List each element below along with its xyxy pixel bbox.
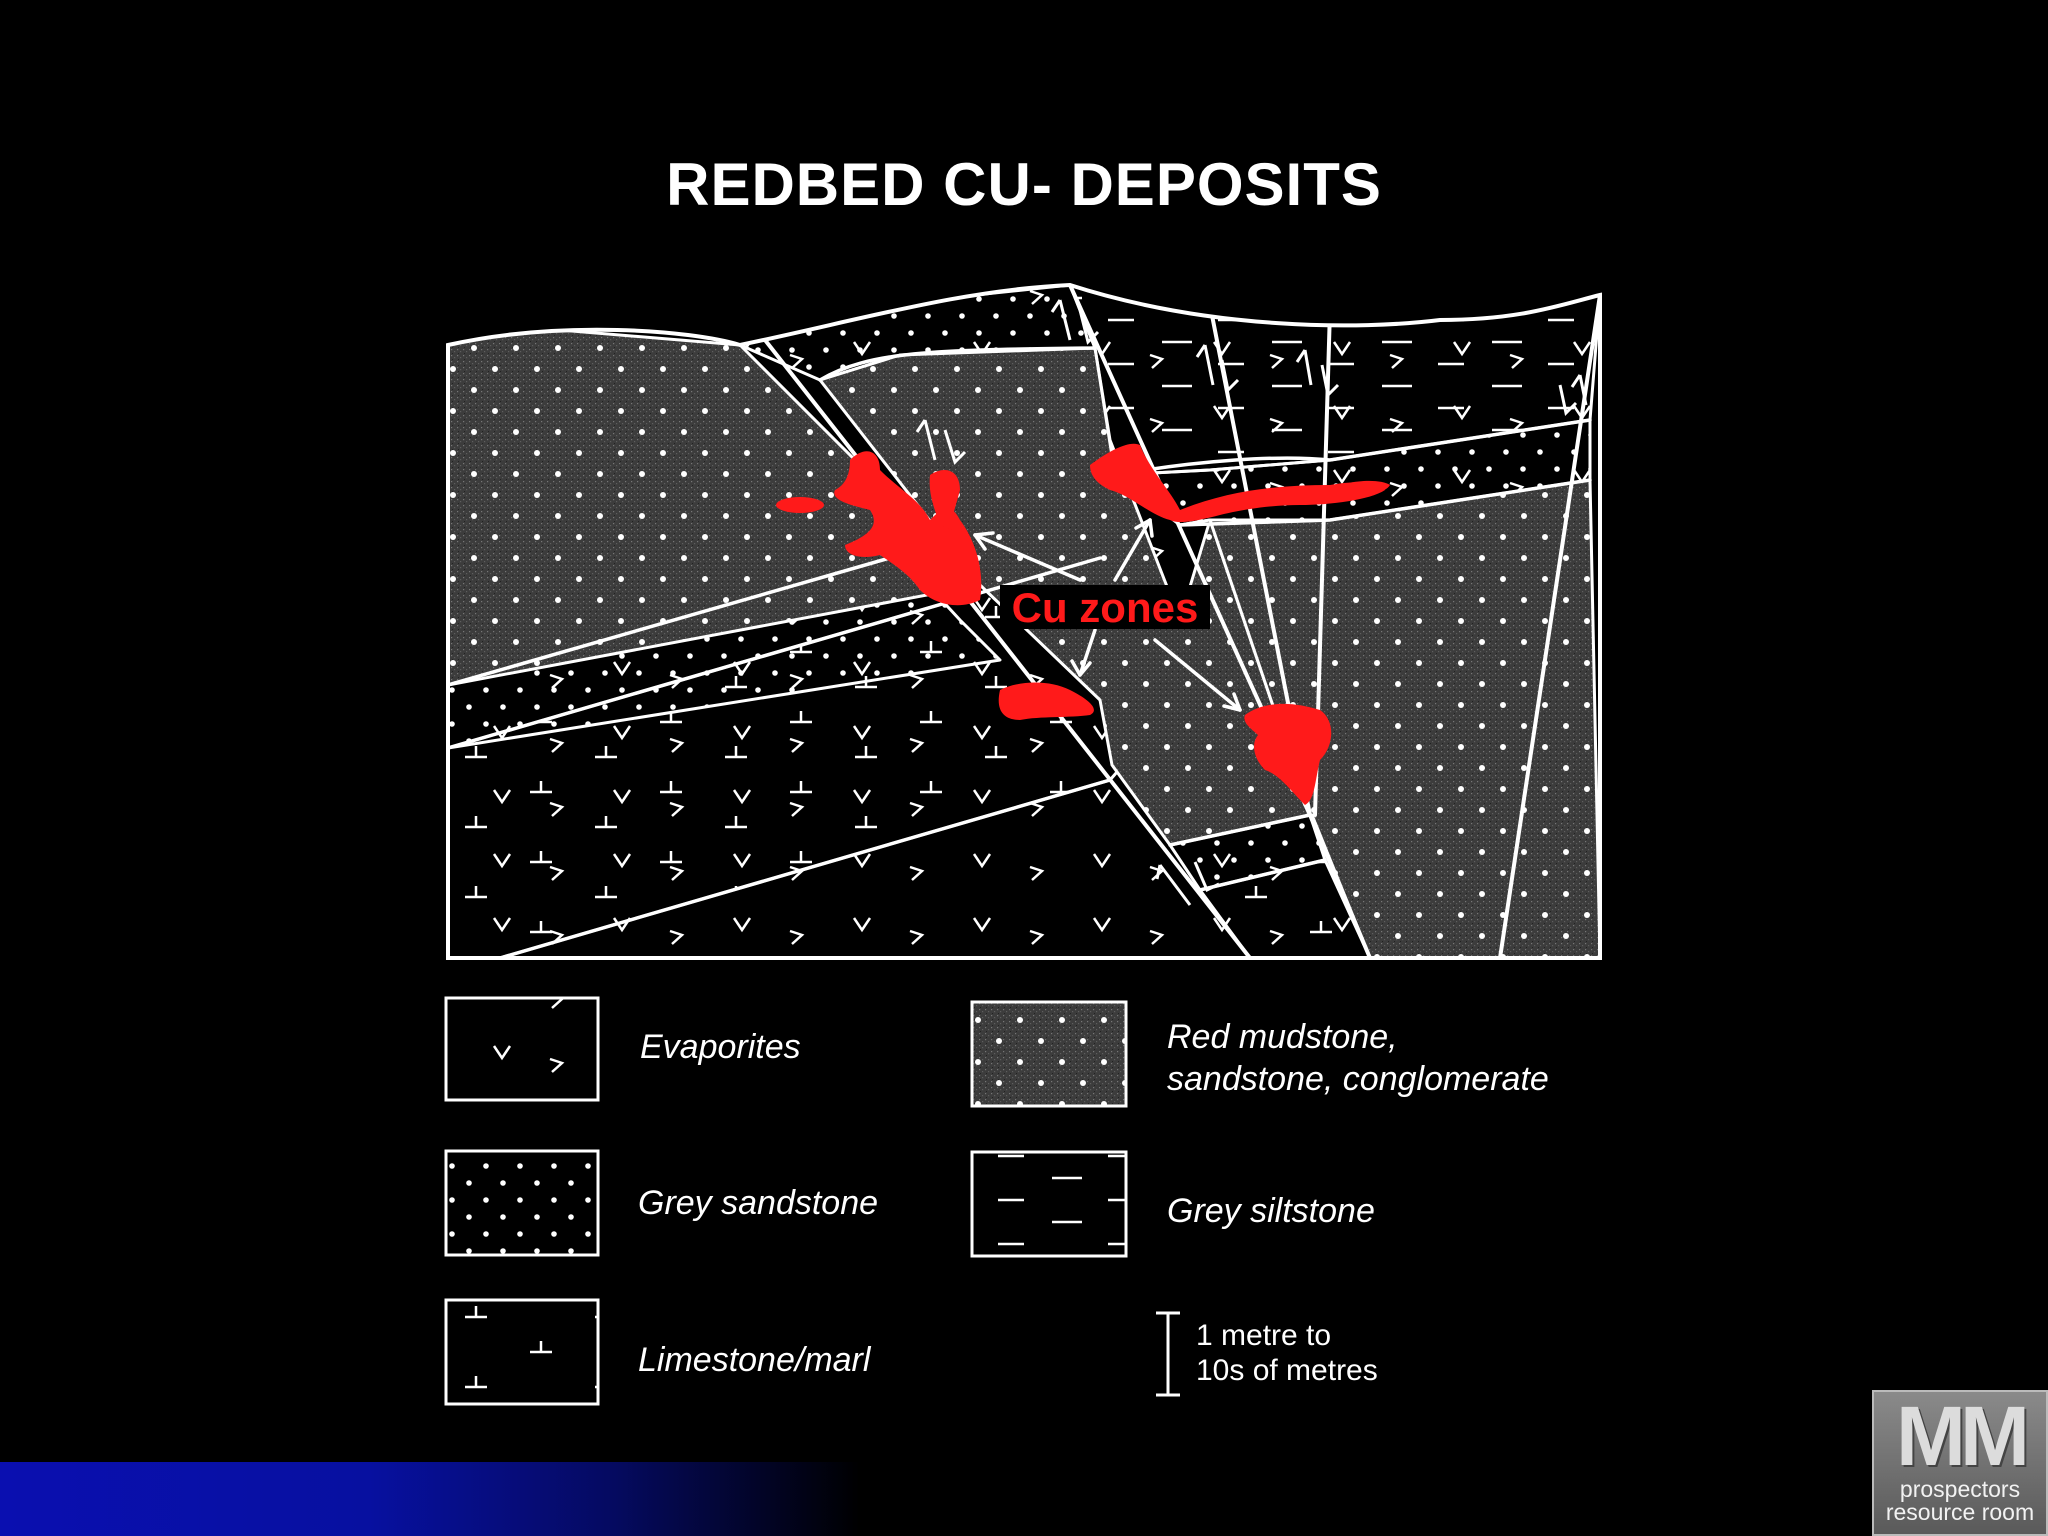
legend-swatch-red-mudstone — [970, 1000, 1128, 1108]
legend-swatch-limestone — [444, 1298, 600, 1406]
legend-label-grey-sandstone: Grey sandstone — [638, 1184, 879, 1222]
annotation-arrows — [973, 518, 1242, 712]
bottom-color-band — [0, 1462, 2048, 1536]
section-outline — [446, 282, 1602, 960]
scale-label-line1: 1 metre to — [1196, 1319, 1332, 1352]
legend-label-red-mudstone-1: Red mudstone, — [1167, 1018, 1398, 1056]
legend-swatch-grey-sandstone — [444, 1149, 600, 1257]
legend-label-grey-siltstone: Grey siltstone — [1167, 1192, 1375, 1230]
cu-zones-label: Cu zones — [1012, 584, 1199, 631]
cu-zone-mid — [998, 682, 1094, 720]
cu-zone-fault-lower — [1244, 703, 1332, 805]
legend-label-evaporites: Evaporites — [640, 1028, 801, 1066]
legend-swatches — [444, 996, 1128, 1406]
cu-zone-fault-vein — [929, 470, 960, 530]
logo-text-line2: resource room — [1885, 1499, 2035, 1525]
slide-title: REDBED CU- DEPOSITS — [666, 151, 1382, 218]
legend-swatch-evaporites — [444, 996, 600, 1102]
logo: MM prospectors resource room — [1872, 1390, 2048, 1536]
fault-motion-arrows — [915, 299, 1588, 906]
logo-mark: MM — [1896, 1389, 2030, 1483]
scale-bar — [1156, 1311, 1180, 1397]
cu-zone-lens-right — [1330, 480, 1390, 499]
cu-zone-lens-left — [776, 497, 824, 513]
legend-label-limestone: Limestone/marl — [638, 1341, 871, 1379]
cu-zone-fault-upper — [834, 451, 982, 606]
cu-zones-label-backdrop — [1000, 585, 1210, 629]
logo-text-line1: prospectors — [1899, 1476, 2021, 1502]
cu-ore-zones — [776, 443, 1390, 805]
scale-label-line2: 10s of metres — [1196, 1354, 1378, 1387]
legend-swatch-grey-siltstone — [970, 1150, 1128, 1258]
cu-zone-bedding-right — [1090, 443, 1385, 523]
legend-label-red-mudstone-2: sandstone, conglomerate — [1167, 1060, 1549, 1098]
